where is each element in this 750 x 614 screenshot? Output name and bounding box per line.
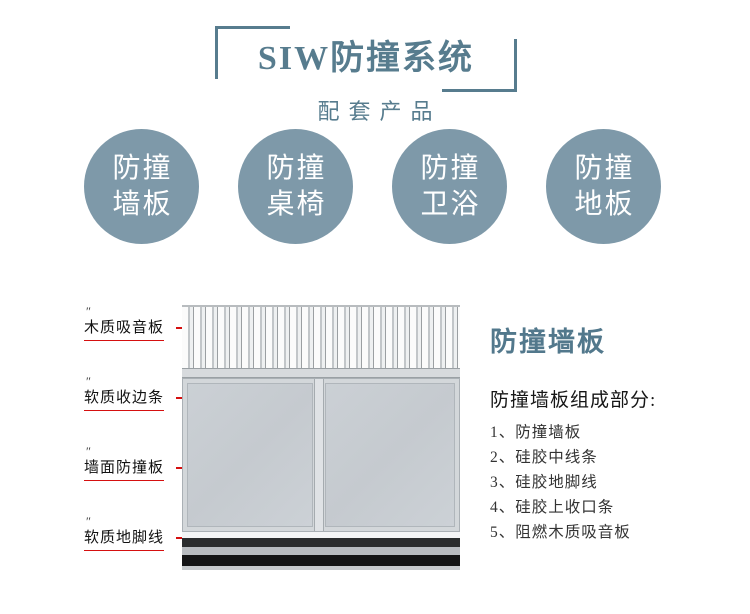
part-label-wall-panel: ″ 墙面防撞板 bbox=[84, 444, 176, 481]
tick-mark: ″ bbox=[86, 374, 91, 388]
circle-label-line1: 防撞 bbox=[112, 152, 173, 184]
wall-panel-left bbox=[187, 383, 313, 527]
acoustic-slats bbox=[182, 305, 460, 370]
title-frame: SIW防撞系统 bbox=[215, 26, 517, 92]
part-label-text: 墙面防撞板 bbox=[84, 456, 165, 481]
part-label-text: 软质地脚线 bbox=[84, 526, 165, 551]
detail-subtitle: 防撞墙板组成部分: bbox=[490, 390, 657, 411]
skirting-gap bbox=[182, 532, 460, 538]
page-subtitle: 配套产品 bbox=[317, 99, 442, 124]
skirting-dark-band-1 bbox=[182, 538, 460, 547]
component-list: 1、防撞墙板 2、硅胶中线条 3、硅胶地脚线 4、硅胶上收口条 5、阻燃木质吸音… bbox=[490, 420, 631, 545]
wall-panel-right bbox=[325, 383, 455, 527]
tick-mark: ″ bbox=[86, 304, 91, 318]
tick-mark: ″ bbox=[86, 444, 91, 458]
detail-title: 防撞墙板 bbox=[490, 327, 606, 357]
list-item: 2、硅胶中线条 bbox=[490, 449, 598, 466]
skirting-mid-band bbox=[182, 547, 460, 555]
center-line-strip bbox=[314, 379, 324, 531]
list-item: 3、硅胶地脚线 bbox=[490, 474, 598, 491]
list-item: 4、硅胶上收口条 bbox=[490, 499, 615, 516]
skirting-base bbox=[182, 566, 460, 570]
circle-label-line2: 墙板 bbox=[112, 188, 173, 220]
list-item: 5、阻燃木质吸音板 bbox=[490, 524, 631, 541]
part-label-acoustic-panel: ″ 木质吸音板 bbox=[84, 304, 176, 341]
circle-label-line2: 桌椅 bbox=[266, 188, 327, 220]
wall-panels bbox=[182, 378, 460, 532]
product-circle-wallpanel: 防撞 墙板 bbox=[84, 129, 199, 244]
circle-label-line1: 防撞 bbox=[420, 152, 481, 184]
part-label-text: 木质吸音板 bbox=[84, 316, 165, 341]
product-circle-bathroom: 防撞 卫浴 bbox=[392, 129, 507, 244]
part-label-edge-strip: ″ 软质收边条 bbox=[84, 374, 176, 411]
list-item: 1、防撞墙板 bbox=[490, 424, 582, 441]
circle-label-line2: 卫浴 bbox=[420, 188, 481, 220]
page-title: SIW防撞系统 bbox=[257, 40, 475, 77]
skirting-dark-band-2 bbox=[182, 555, 460, 566]
tick-mark: ″ bbox=[86, 514, 91, 528]
part-label-skirting: ″ 软质地脚线 bbox=[84, 514, 176, 551]
top-edge-strip bbox=[182, 368, 460, 378]
part-label-text: 软质收边条 bbox=[84, 386, 165, 411]
product-circle-floor: 防撞 地板 bbox=[546, 129, 661, 244]
circle-label-line1: 防撞 bbox=[574, 152, 635, 184]
wall-panel-illustration bbox=[182, 305, 460, 570]
circle-label-line2: 地板 bbox=[574, 188, 635, 220]
circle-label-line1: 防撞 bbox=[266, 152, 327, 184]
product-circle-furniture: 防撞 桌椅 bbox=[238, 129, 353, 244]
